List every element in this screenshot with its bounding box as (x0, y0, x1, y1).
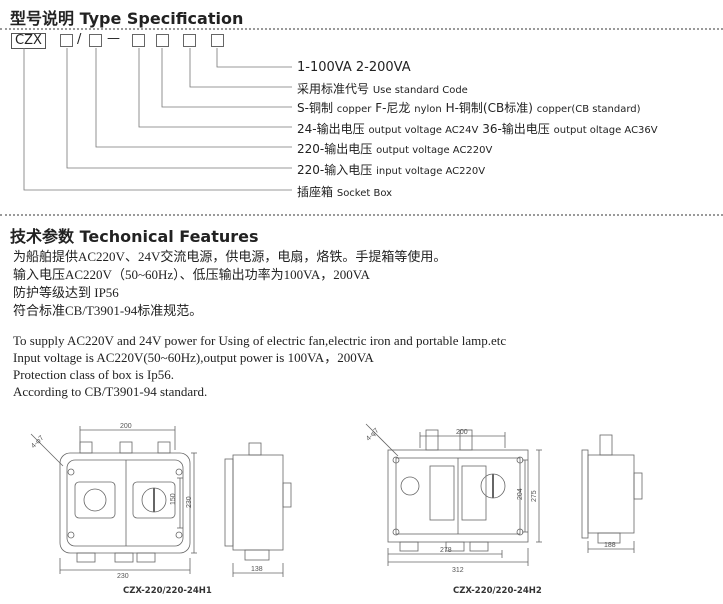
spec-material-cb-en: copper(CB standard) (536, 104, 641, 115)
drawing-h2-side-view: 188 (581, 434, 643, 553)
features-en-line-2: Input voltage is AC220V(50~60Hz),output … (13, 350, 374, 365)
spec-socket-box-en: Socket Box (336, 188, 393, 199)
dim-h2-side: 188 (604, 542, 616, 549)
spec-material-nylon-en: nylon (414, 104, 442, 115)
spec-output-low: 24-输出电压 output voltage AC24V 36-输出电压 out… (297, 120, 658, 137)
spec-material-copper-en: copper (336, 104, 372, 115)
dim-h2-right: 275 (531, 490, 538, 502)
spec-output-36-en: output oltage AC36V (553, 125, 658, 136)
code-box-1 (60, 34, 73, 47)
spec-output-220: 220-输出电压 output voltage AC220V (297, 140, 492, 157)
code-box-6 (211, 34, 224, 47)
dim-h1-holes: 4-φ7 (30, 435, 45, 450)
spec-material-copper-cn: S-铜制 (297, 101, 333, 115)
code-box-5 (183, 34, 196, 47)
section-divider (0, 28, 723, 30)
spec-socket-box-cn: 插座箱 (297, 185, 334, 199)
spec-output-220-cn: 220-输出电压 (297, 142, 373, 156)
dim-h1-bottom: 230 (117, 573, 129, 580)
drawing-h2-front-view: 200 278 312 204 275 4-φ7 (365, 423, 542, 574)
features-en-line-1: To supply AC220V and 24V power for Using… (13, 333, 507, 348)
code-box-3 (132, 34, 145, 47)
features-en-line-4: According to CB/T3901-94 standard. (13, 384, 208, 399)
drawing-h2-caption: CZX-220/220-24H2 (453, 586, 542, 596)
drawing-h1-caption: CZX-220/220-24H1 (123, 586, 212, 596)
dim-h1-inner: 150 (170, 493, 177, 505)
features-cn-line-4: 符合标准CB/T3901-94标准规范。 (13, 303, 203, 318)
spec-material: S-铜制 copper F-尼龙 nylon H-铜制(CB标准) copper… (297, 99, 641, 116)
code-separator-dash: — (107, 31, 120, 46)
spec-power: 1-100VA 2-200VA (297, 60, 411, 75)
spec-standard-code-cn: 采用标准代号 (297, 82, 370, 96)
code-leader-lines (23, 48, 292, 191)
spec-standard-code: 采用标准代号 Use standard Code (297, 80, 468, 97)
spec-input-220-en: input voltage AC220V (376, 166, 486, 177)
code-separator-slash: / (77, 32, 82, 47)
spec-input-220: 220-输入电压 input voltage AC220V (297, 161, 485, 178)
section-divider-2 (0, 214, 723, 216)
dim-h2-top: 200 (456, 429, 468, 436)
dim-h1-top: 200 (120, 423, 132, 430)
spec-socket-box: 插座箱 Socket Box (297, 183, 392, 200)
spec-material-cb-cn: H-铜制(CB标准) (445, 101, 533, 115)
dim-h2-bottom-inner: 278 (440, 547, 452, 554)
spec-input-220-cn: 220-输入电压 (297, 163, 373, 177)
dim-h2-bottom: 312 (452, 567, 464, 574)
spec-material-nylon-cn: F-尼龙 (375, 101, 411, 115)
drawing-h1-side-view: 138 (224, 442, 292, 577)
code-box-4 (156, 34, 169, 47)
features-title: 技术参数 Techonical Features (10, 227, 259, 246)
spec-output-24-cn: 24-输出电压 (297, 122, 365, 136)
dim-h2-holes: 4-φ7 (365, 427, 380, 442)
spec-output-36-cn: 36-输出电压 (482, 122, 550, 136)
spec-output-24-en: output voltage AC24V (368, 125, 479, 136)
code-box-2 (89, 34, 102, 47)
features-en-line-3: Protection class of box is Ip56. (13, 367, 175, 382)
dim-h1-right: 230 (186, 496, 193, 508)
spec-output-220-en: output voltage AC220V (376, 145, 493, 156)
spec-power-text: 1-100VA 2-200VA (297, 60, 411, 75)
dim-h1-side: 138 (251, 566, 263, 573)
features-cn-line-1: 为船舶提供AC220V、24V交流电源，供电源，电扇，烙铁。手提箱等使用。 (13, 249, 447, 264)
features-cn-line-2: 输入电压AC220V（50~60Hz）、低压输出功率为100VA，200VA (13, 267, 370, 282)
dim-h2-inner: 204 (517, 488, 524, 500)
features-cn-line-3: 防护等级达到 IP56 (13, 285, 119, 300)
spec-standard-code-en: Use standard Code (372, 85, 468, 96)
type-spec-title: 型号说明 Type Specification (10, 9, 244, 28)
model-code-prefix: CZX (11, 33, 46, 49)
drawing-h1-front-view: 200 230 150 230 4-φ7 (30, 423, 197, 580)
